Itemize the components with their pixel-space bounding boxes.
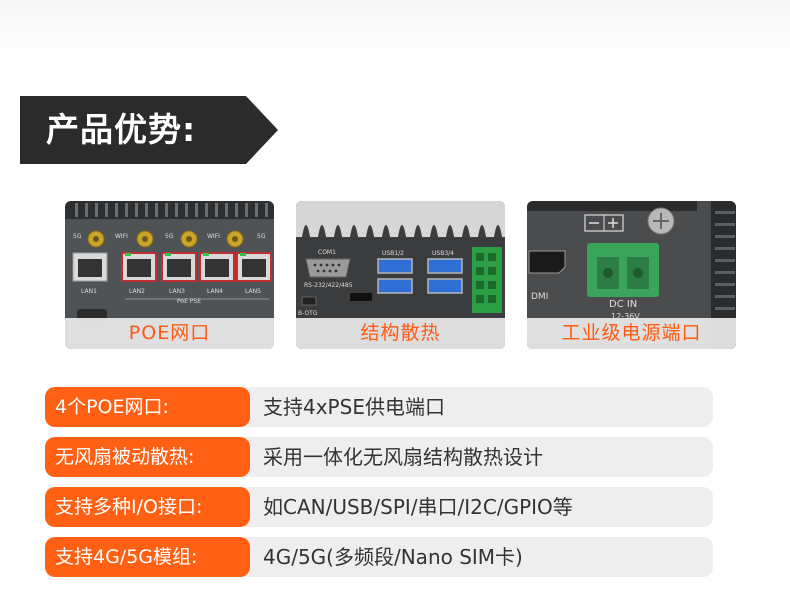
port-label: 12-36V: [611, 312, 640, 321]
antenna-label: 5G: [73, 233, 82, 240]
feature-value: 采用一体化无风扇结构散热设计: [263, 445, 543, 469]
port-label: LAN3: [169, 288, 185, 295]
port-label: USB3/4: [432, 250, 454, 257]
photo-caption: POE网口: [65, 318, 274, 349]
feature-row: 支持多种I/O接口: 如CAN/USB/SPI/串口/I2C/GPIO等: [45, 487, 713, 527]
header-arrow-banner: [20, 96, 278, 164]
photo-card-power: DMI DC IN 12-36V 工业级电源端口: [527, 201, 736, 349]
port-label: B-OTG: [298, 310, 318, 317]
photo-card-poe: 5G WIFI 5G WIFI 5G LAN1 LAN2 LAN3 LAN4 L…: [65, 201, 274, 349]
port-label: LAN1: [81, 288, 97, 295]
antenna-label: 5G: [257, 233, 266, 240]
photo-caption: 结构散热: [296, 318, 505, 349]
feature-label: 支持多种I/O接口:: [45, 487, 250, 527]
port-label: LAN2: [129, 288, 145, 295]
port-label: RS-232/422/485: [304, 282, 353, 289]
port-label: DC IN: [609, 299, 637, 310]
feature-value: 如CAN/USB/SPI/串口/I2C/GPIO等: [263, 495, 573, 519]
antenna-label: WIFI: [115, 233, 128, 240]
feature-value: 支持4xPSE供电端口: [263, 395, 445, 419]
antenna-label: 5G: [165, 233, 174, 240]
feature-value: 4G/5G(多频段/Nano SIM卡): [263, 545, 523, 569]
feature-row: 支持4G/5G模组: 4G/5G(多频段/Nano SIM卡): [45, 537, 713, 577]
port-label: COM1: [318, 249, 336, 256]
antenna-label: WIFI: [207, 233, 220, 240]
feature-label: 4个POE网口:: [45, 387, 250, 427]
photo-card-heatsink: COM1 RS-232/422/485 USB1/2 USB3/4 B-OTG …: [296, 201, 505, 349]
section-header: 产品优势:: [20, 96, 280, 164]
section-title: 产品优势:: [46, 110, 197, 149]
photo-caption: 工业级电源端口: [527, 318, 736, 349]
feature-label: 支持4G/5G模组:: [45, 537, 250, 577]
port-label: LAN5: [245, 288, 261, 295]
feature-row: 4个POE网口: 支持4xPSE供电端口: [45, 387, 713, 427]
port-label: DMI: [531, 292, 548, 302]
poe-pse-label: PoE PSE: [177, 298, 201, 305]
port-label: LAN4: [207, 288, 223, 295]
feature-label: 无风扇被动散热:: [45, 437, 250, 477]
port-label: USB1/2: [382, 250, 404, 257]
feature-row: 无风扇被动散热: 采用一体化无风扇结构散热设计: [45, 437, 713, 477]
